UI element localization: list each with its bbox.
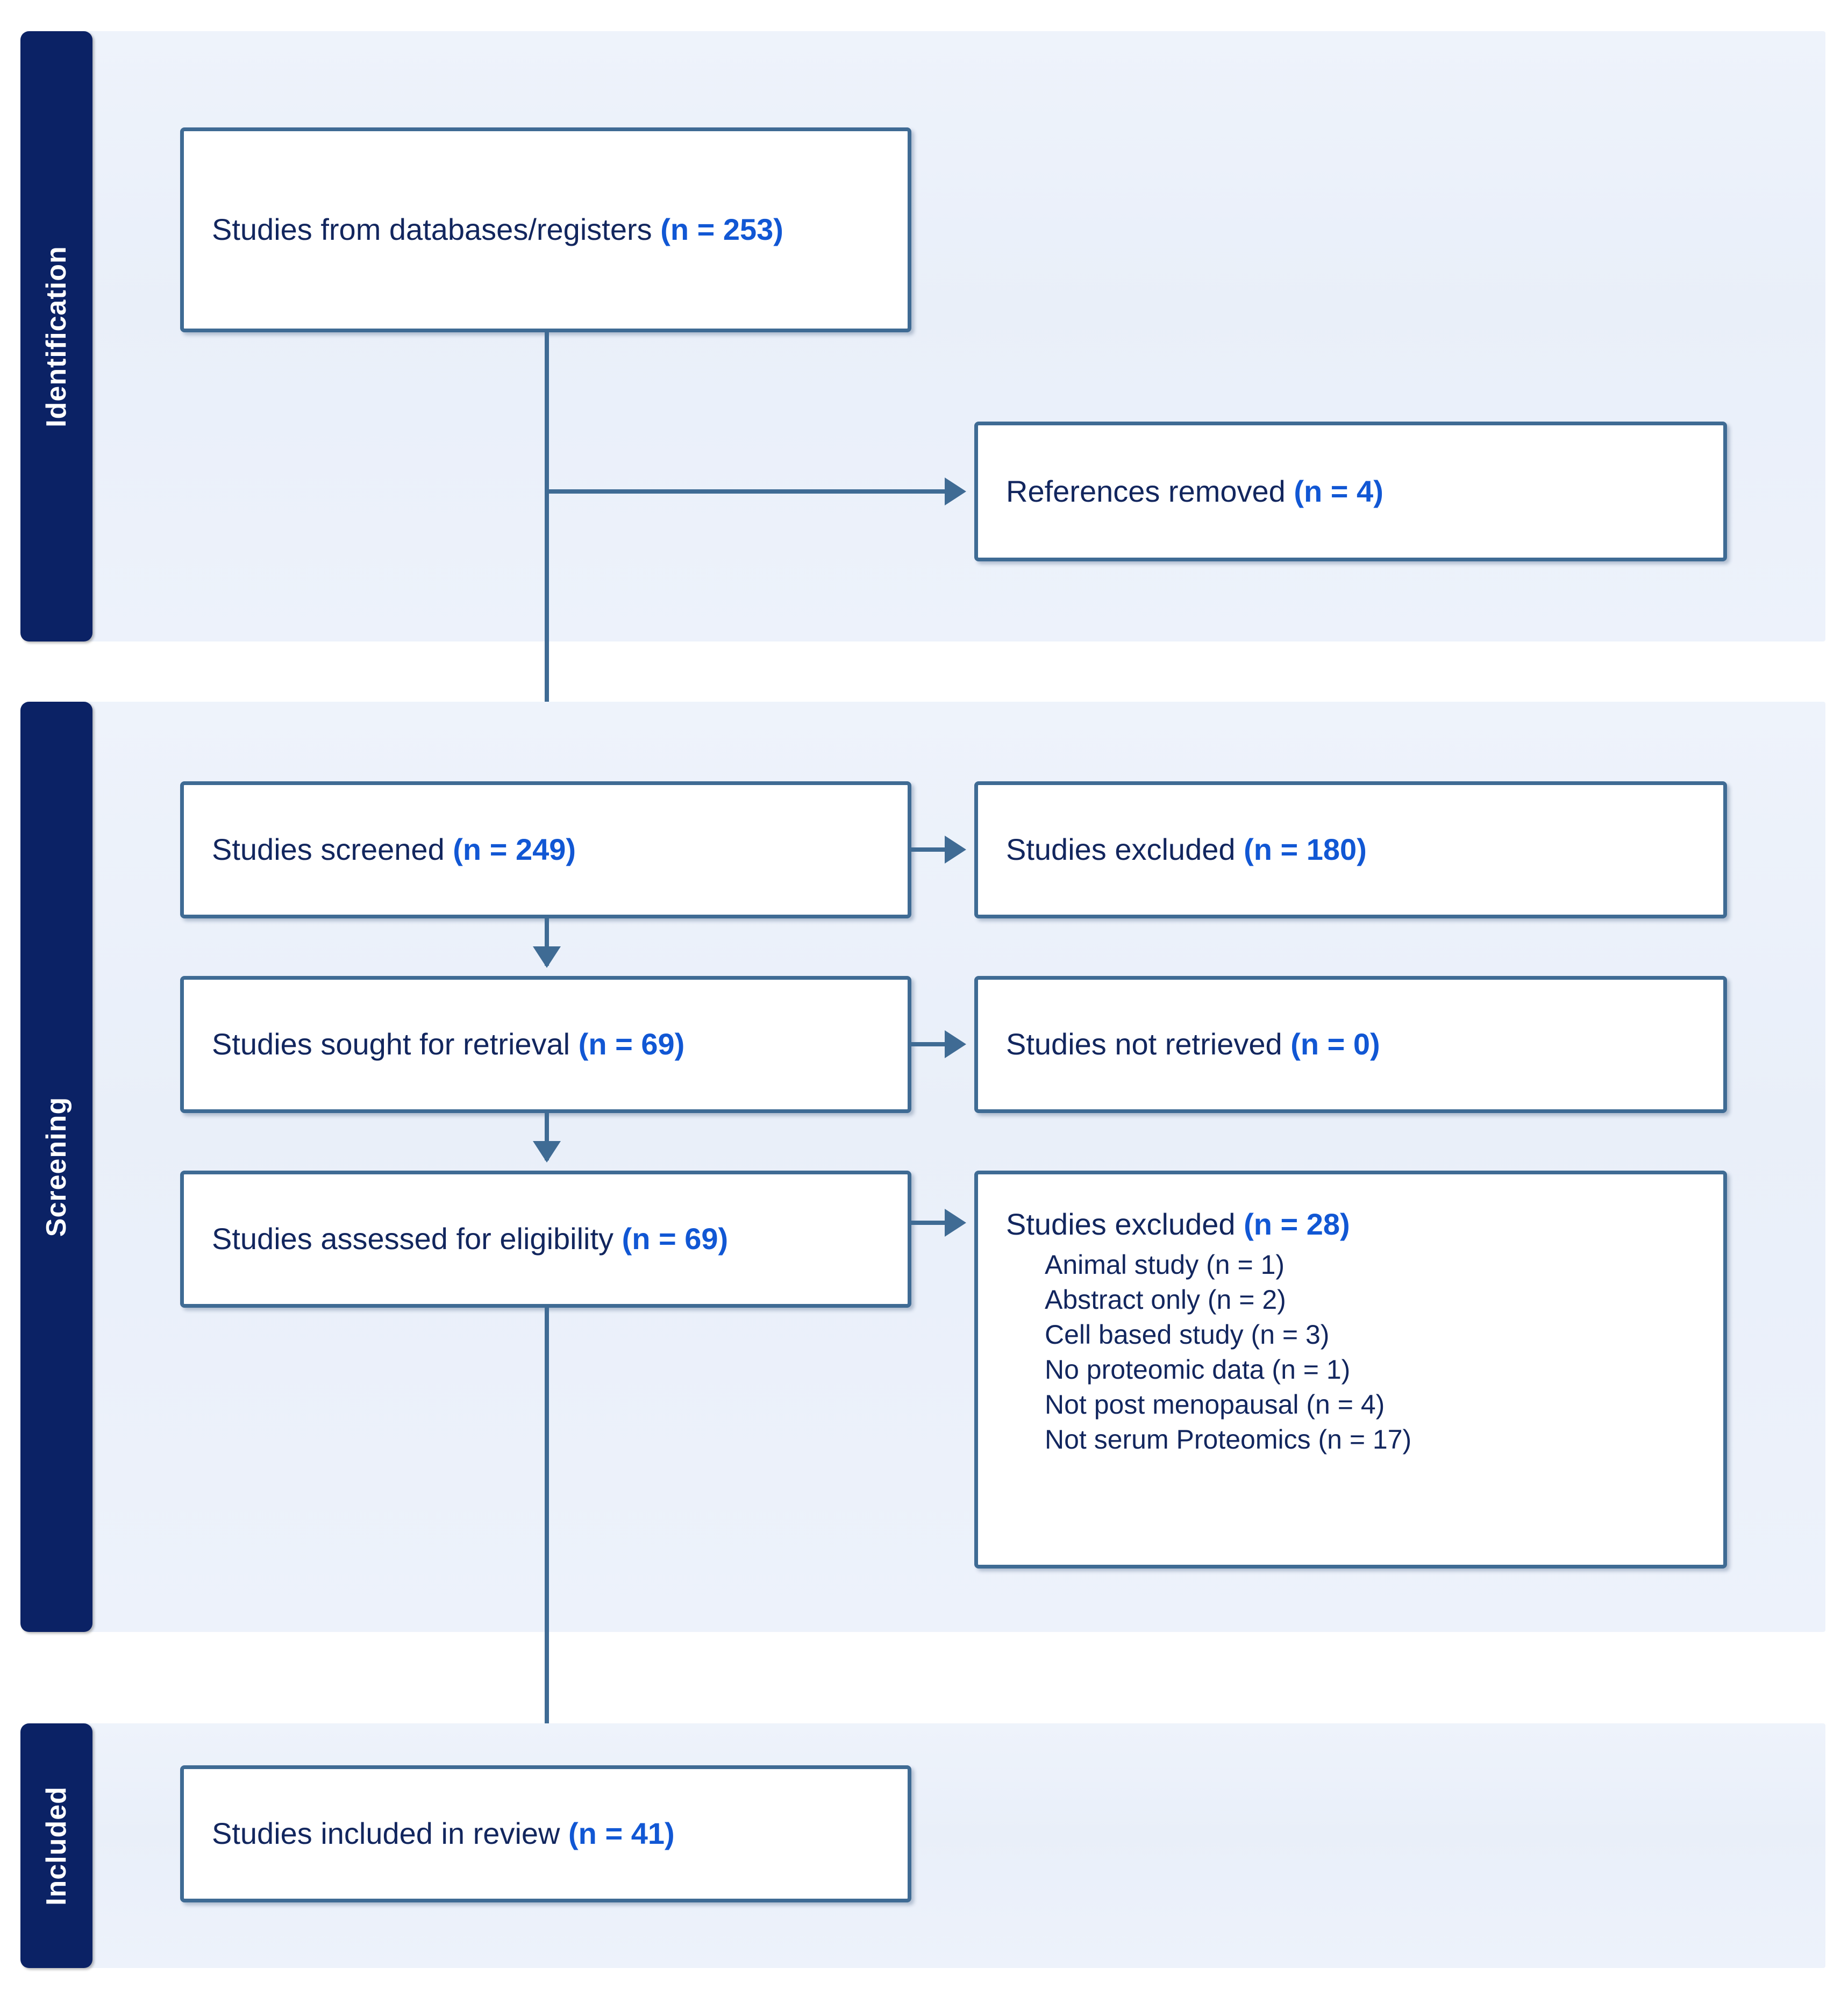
box-studies-not-retrieved-text: Studies not retrieved (n = 0): [1006, 1026, 1707, 1062]
box-studies-included-in-review: Studies included in review (n = 41): [180, 1765, 911, 1902]
box-studies-included-text: Studies included in review (n = 41): [212, 1816, 891, 1851]
box-studies-excluded-eligibility-label: Studies excluded: [1006, 1207, 1244, 1241]
box-studies-screened-label: Studies screened: [212, 832, 453, 867]
box-studies-not-retrieved-count: (n = 0): [1290, 1027, 1380, 1061]
box-studies-not-retrieved-label: Studies not retrieved: [1006, 1027, 1291, 1061]
box-studies-sought-count: (n = 69): [578, 1027, 685, 1061]
box-studies-excluded-eligibility-count: (n = 28): [1244, 1207, 1350, 1241]
arrow-sought-to-not-retrieved: [945, 1030, 966, 1058]
box-references-removed-label: References removed: [1006, 474, 1294, 508]
box-studies-from-databases-text: Studies from databases/registers (n = 25…: [212, 212, 891, 247]
connector-sought-to-assessed: [545, 1113, 549, 1160]
arrow-assessed-to-excluded: [945, 1209, 966, 1237]
box-studies-assessed-for-eligibility: Studies assessed for eligibility (n = 69…: [180, 1171, 911, 1308]
box-studies-excluded-eligibility-text: Studies excluded (n = 28): [1006, 1207, 1707, 1242]
stage-tab-identification: Identification: [20, 31, 92, 641]
box-studies-assessed-count: (n = 69): [622, 1222, 729, 1256]
exclusion-reason-item: Animal study (n = 1): [1045, 1250, 1285, 1280]
exclusion-reason-list: Animal study (n = 1) Abstract only (n = …: [1006, 1247, 1707, 1457]
box-references-removed-count: (n = 4): [1294, 474, 1383, 508]
stage-tab-screening-label: Screening: [41, 1096, 73, 1237]
box-references-removed-text: References removed (n = 4): [1006, 474, 1707, 509]
box-studies-not-retrieved: Studies not retrieved (n = 0): [974, 976, 1727, 1113]
connector-screened-to-sought: [545, 918, 549, 966]
box-studies-excluded-screened-text: Studies excluded (n = 180): [1006, 832, 1707, 867]
box-studies-sought-label: Studies sought for retrieval: [212, 1027, 579, 1061]
box-studies-excluded-screened-count: (n = 180): [1244, 832, 1367, 867]
connector-screened-to-excluded: [911, 847, 945, 852]
box-studies-screened: Studies screened (n = 249): [180, 781, 911, 918]
box-studies-screened-count: (n = 249): [453, 832, 576, 867]
exclusion-reason-item: Cell based study (n = 3): [1045, 1320, 1330, 1350]
box-studies-assessed-text: Studies assessed for eligibility (n = 69…: [212, 1221, 891, 1257]
exclusion-reason-item: Not post menopausal (n = 4): [1045, 1389, 1385, 1420]
arrow-screened-to-excluded: [945, 836, 966, 864]
exclusion-reason-item: Abstract only (n = 2): [1045, 1285, 1286, 1315]
box-studies-screened-text: Studies screened (n = 249): [212, 832, 891, 867]
connector-assessed-to-included: [545, 1308, 549, 1762]
box-studies-excluded-screened: Studies excluded (n = 180): [974, 781, 1727, 918]
connector-databases-to-screened: [545, 329, 549, 759]
exclusion-reason-item: Not serum Proteomics (n = 17): [1045, 1424, 1412, 1455]
box-studies-sought-for-retrieval: Studies sought for retrieval (n = 69): [180, 976, 911, 1113]
box-references-removed: References removed (n = 4): [974, 422, 1727, 561]
stage-tab-screening: Screening: [20, 702, 92, 1632]
box-studies-from-databases: Studies from databases/registers (n = 25…: [180, 127, 911, 332]
box-studies-excluded-screened-label: Studies excluded: [1006, 832, 1244, 867]
box-studies-included-label: Studies included in review: [212, 1816, 569, 1851]
box-studies-assessed-label: Studies assessed for eligibility: [212, 1222, 622, 1256]
box-studies-excluded-eligibility: Studies excluded (n = 28) Animal study (…: [974, 1171, 1727, 1569]
box-studies-from-databases-count: (n = 253): [660, 212, 783, 247]
exclusion-reason-item: No proteomic data (n = 1): [1045, 1354, 1351, 1385]
arrow-screened-to-sought: [533, 946, 561, 968]
arrow-sought-to-assessed: [533, 1141, 561, 1163]
connector-assessed-to-excluded: [911, 1221, 945, 1225]
stage-tab-identification-label: Identification: [41, 245, 72, 427]
box-studies-included-count: (n = 41): [568, 1816, 675, 1851]
box-studies-from-databases-label: Studies from databases/registers: [212, 212, 661, 247]
stage-tab-included: Included: [20, 1723, 92, 1968]
connector-sought-to-not-retrieved: [911, 1042, 945, 1046]
connector-databases-to-references-removed: [547, 489, 945, 494]
arrow-databases-to-references-removed: [945, 477, 966, 505]
stage-tab-included-label: Included: [41, 1786, 73, 1906]
box-studies-sought-text: Studies sought for retrieval (n = 69): [212, 1026, 891, 1062]
